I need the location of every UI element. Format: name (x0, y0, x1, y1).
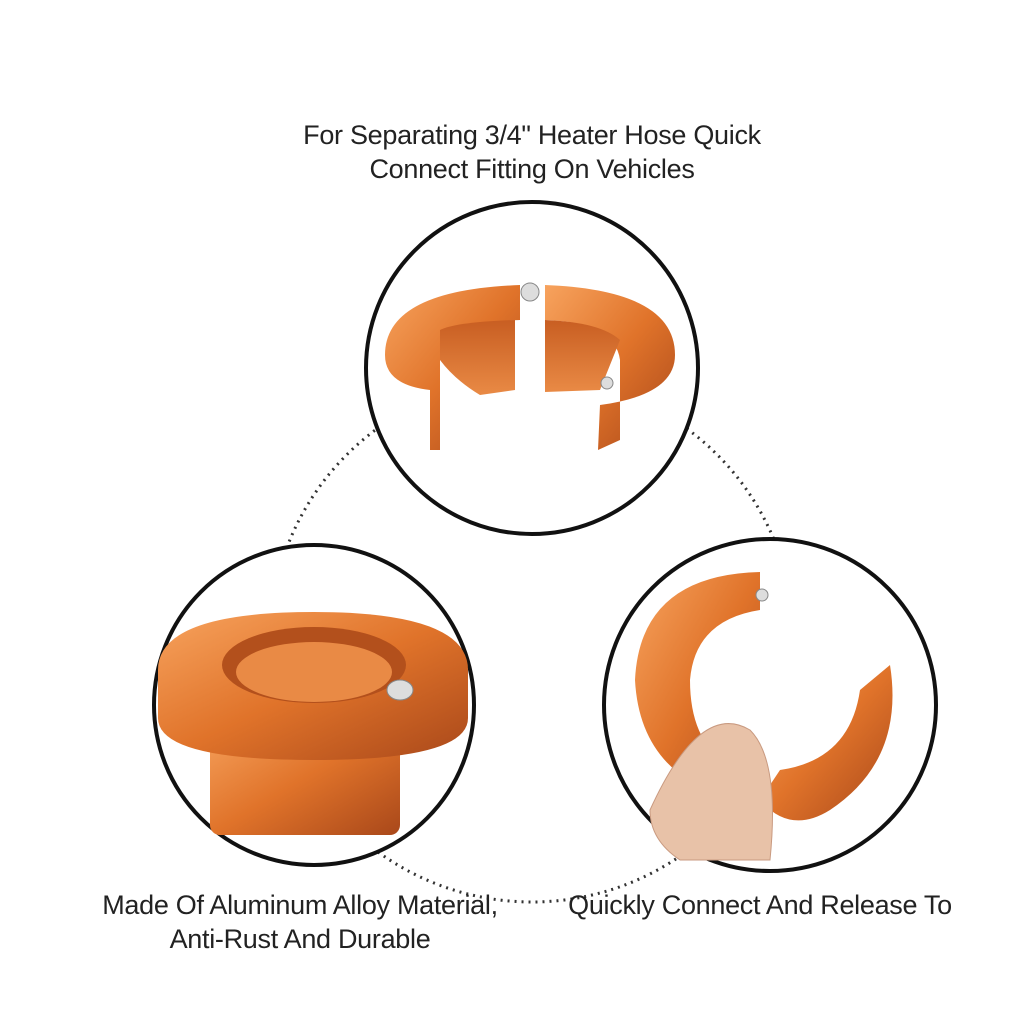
right-caption: Quickly Connect And Release To (540, 888, 980, 922)
top-product-view (364, 200, 700, 536)
right-caption-line-1: Quickly Connect And Release To (568, 890, 952, 920)
right-product-view (602, 537, 938, 873)
top-caption-line-2: Connect Fitting On Vehicles (369, 154, 695, 184)
top-caption: For Separating 3/4" Heater Hose Quick Co… (200, 118, 864, 186)
left-caption-line-1: Made Of Aluminum Alloy Material, (102, 890, 498, 920)
top-caption-line-1: For Separating 3/4" Heater Hose Quick (303, 120, 761, 150)
left-caption: Made Of Aluminum Alloy Material, Anti-Ru… (60, 888, 540, 956)
left-product-view (152, 543, 476, 867)
left-caption-line-2: Anti-Rust And Durable (169, 924, 431, 954)
